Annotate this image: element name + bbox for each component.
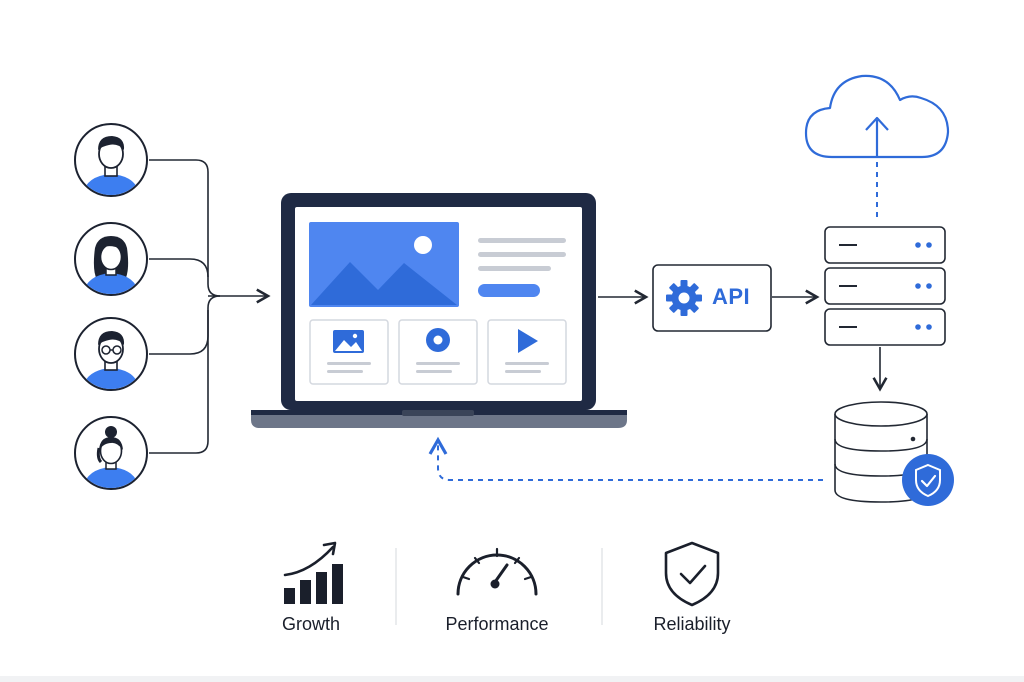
- security-shield-badge-icon: [902, 454, 954, 506]
- growth-icon: [283, 541, 343, 604]
- media-card-audio: [398, 319, 478, 385]
- cta-button-shape: [478, 284, 540, 297]
- shield-check-icon: [664, 541, 720, 607]
- screen-content: [309, 222, 567, 385]
- user-avatar-2: [74, 222, 148, 296]
- reliability-caption: Reliability: [653, 614, 731, 634]
- media-card-video: [487, 319, 567, 385]
- bottom-strip: [0, 676, 1024, 682]
- growth-caption: Growth: [281, 614, 341, 634]
- user-avatar-3: [74, 317, 148, 391]
- api-box: [652, 264, 772, 332]
- text-lines: [478, 238, 566, 271]
- play-icon: [518, 329, 538, 353]
- media-card-image: [309, 319, 389, 385]
- api-label: API: [712, 284, 751, 309]
- speedometer-icon: [456, 547, 538, 596]
- server-stack-icon: [824, 226, 946, 346]
- gear-icon: [666, 280, 702, 316]
- user-connectors: [149, 159, 271, 454]
- hero-image-icon: [309, 222, 459, 307]
- user-avatar-1: [74, 123, 148, 197]
- cloud-upload-icon: [804, 74, 950, 159]
- user-avatar-4: [74, 416, 148, 490]
- database-to-laptop-dashed-return: [428, 436, 823, 481]
- performance-caption: Performance: [445, 614, 549, 634]
